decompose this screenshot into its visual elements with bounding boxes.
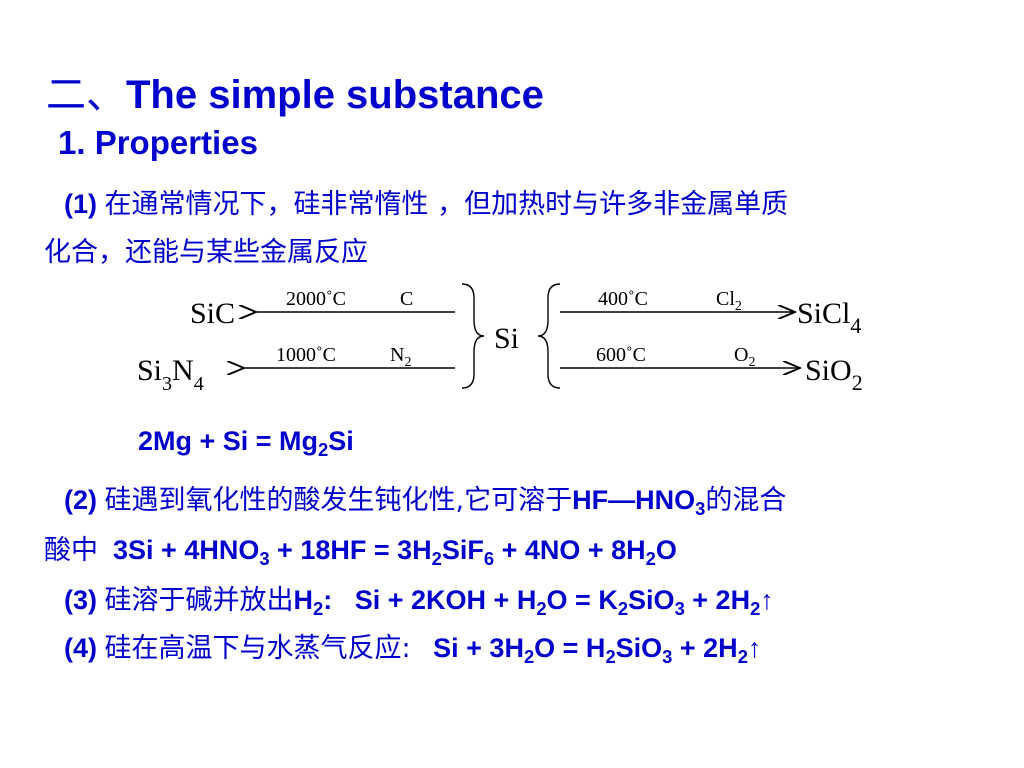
center-si: Si: [494, 322, 519, 355]
p4-line: (4) 硅在高温下与水蒸气反应: Si + 3H2O = H2SiO3 + 2H…: [64, 633, 762, 667]
slide-title: 二、The simple substance: [46, 62, 544, 120]
p4-label: (4): [64, 633, 97, 663]
p4-equation: Si + 3H2O = H2SiO3 + 2H2↑: [433, 633, 762, 667]
p3-label: (3): [64, 585, 97, 615]
product-sio2: SiO2: [805, 354, 863, 395]
reaction-diagram: SiC 2000˚C C Si3N4 1000˚C N2 Si 400˚C Cl…: [137, 283, 863, 395]
reagent-n2: N2: [390, 344, 411, 370]
p1-label: (1): [64, 189, 97, 219]
product-sicl4: SiCl4: [797, 297, 861, 338]
temp-1000: 1000˚C: [276, 344, 336, 366]
p1-text2: 化合，还能与某些金属反应: [44, 237, 368, 268]
title-text: The simple substance: [126, 73, 544, 117]
reagent-cl2: Cl2: [716, 288, 742, 314]
title-prefix: 二、: [46, 72, 126, 118]
temp-600: 600˚C: [596, 344, 646, 366]
p2-equation: 3Si + 4HNO3 + 18HF = 3H2SiF6 + 4NO + 8H2…: [113, 535, 677, 569]
product-sic: SiC: [190, 297, 235, 330]
p3-line: (3) 硅溶于碱并放出H2: Si + 2KOH + H2O = K2SiO3 …: [64, 585, 774, 619]
temp-2000: 2000˚C: [286, 288, 346, 310]
product-si3n4: Si3N4: [137, 354, 204, 395]
brace-right-group: [537, 283, 561, 389]
reagent-c: C: [400, 288, 413, 310]
mg-equation: 2Mg + Si = Mg2Si: [138, 426, 354, 460]
reagent-o2: O2: [734, 344, 755, 370]
p1-line2: 化合，还能与某些金属反应: [44, 230, 368, 269]
p3-equation: Si + 2KOH + H2O = K2SiO3 + 2H2↑: [354, 585, 774, 619]
p2-label: (2): [64, 485, 97, 515]
temp-400: 400˚C: [598, 288, 648, 310]
p1-text1: 在通常情况下，硅非常惰性 ，但加热时与许多非金属单质: [104, 189, 789, 220]
section-heading: 1. Properties: [58, 124, 258, 161]
p1-line1: (1) 在通常情况下，硅非常惰性 ，但加热时与许多非金属单质: [64, 182, 788, 221]
p2-line1: (2) 硅遇到氧化性的酸发生钝化性,它可溶于HF—HNO3的混合: [64, 485, 787, 519]
p2-line2: 酸中 3Si + 4HNO3 + 18HF = 3H2SiF6 + 4NO + …: [44, 535, 677, 569]
brace-left-group: [461, 283, 485, 389]
